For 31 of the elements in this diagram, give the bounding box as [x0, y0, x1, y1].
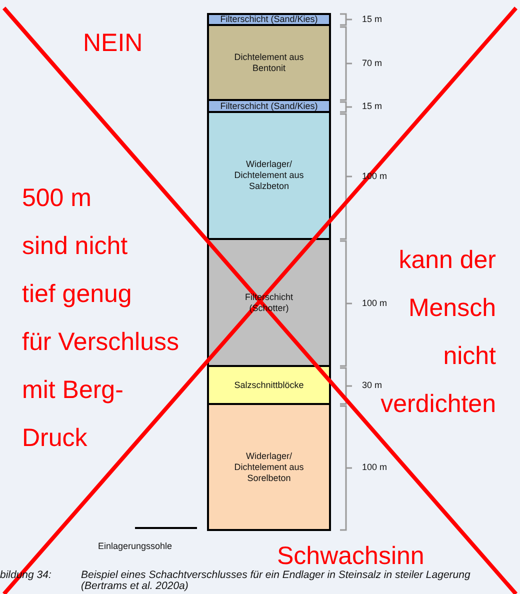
layer-label: Filterschicht (Sand/Kies): [220, 100, 318, 110]
dimension-label: 100 m: [362, 298, 388, 308]
salt-block-layer: [207, 365, 331, 405]
dimension-label: 15 m: [362, 101, 382, 111]
dimension-label: 30 m: [362, 380, 382, 390]
comment-text: 500 m: [22, 183, 92, 213]
comment-text: Schwachsinn: [277, 541, 424, 570]
layer-label: Salzschnittblöcke: [234, 380, 304, 390]
sorel-concrete-layer: [207, 403, 331, 531]
comment-text: mit Berg-: [22, 375, 124, 405]
comment-text: Druck: [22, 423, 88, 453]
comment-text: kann der: [398, 245, 496, 275]
comment-text: Mensch: [408, 293, 496, 323]
layer-label: Filterschicht (Sand/Kies): [220, 14, 318, 24]
comment-text: nicht: [443, 341, 496, 371]
comment-text: verdichten: [380, 389, 496, 419]
dimension-label: 15 m: [362, 14, 382, 24]
layer-label: Dichtelement aus Bentonit: [234, 52, 304, 72]
comment-text: tief genug: [22, 279, 132, 309]
layer-label: Widerlager/ Dichtelement aus Sorelbeton: [234, 450, 304, 482]
gravel-filter-layer: [207, 238, 331, 367]
comment-text: für Verschluss: [22, 327, 180, 357]
figure-caption: Beispiel eines Schachtverschlusses für ein Endlager in Steinsalz in steiler Lagerung (Bertrams et al. 2020a): [81, 570, 472, 592]
bentonite-layer: [207, 24, 331, 101]
dimension-label: 70 m: [362, 58, 382, 68]
salt-concrete-layer: [207, 111, 331, 240]
layer-label: Widerlager/ Dichtelement aus Salzbeton: [234, 159, 304, 191]
comment-text: sind nicht: [22, 231, 128, 261]
warning-text: NEIN: [83, 28, 143, 58]
dimension-label: 100 m: [362, 462, 388, 472]
level-label: Einlagerungssohle: [98, 541, 172, 551]
